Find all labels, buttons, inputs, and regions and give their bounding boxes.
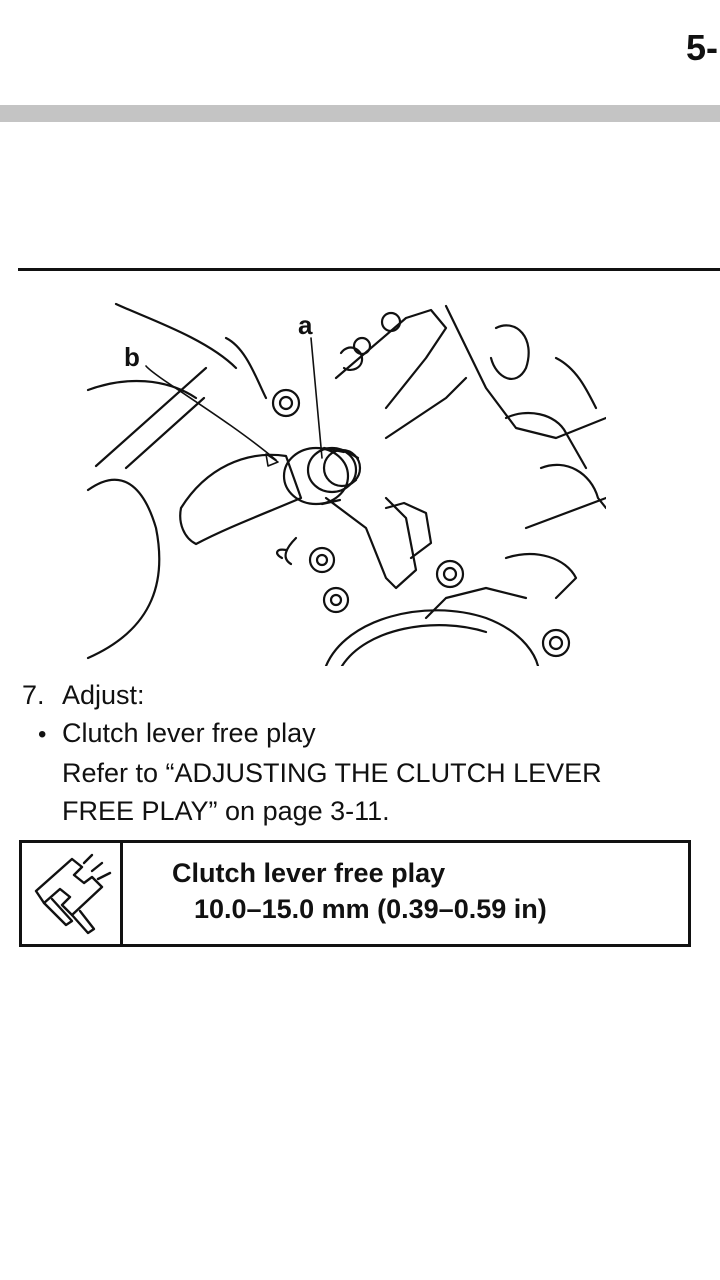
bullet-list: • Clutch lever free play Refer to “ADJUST… [38, 714, 602, 830]
step-7: 7. Adjust: [22, 676, 145, 714]
spec-title: Clutch lever free play [172, 858, 446, 888]
callout-label-a: a [298, 310, 313, 340]
bullet-item: • Clutch lever free play [38, 714, 602, 754]
section-divider [18, 268, 720, 271]
reference-line-1: Refer to “ADJUSTING THE CLUTCH LEVER [62, 758, 602, 788]
header-band [0, 105, 720, 122]
clutch-mechanism-illustration: a b [86, 298, 606, 666]
spec-text: Clutch lever free play 10.0–15.0 mm (0.3… [172, 855, 547, 927]
spec-icon-cell [22, 843, 123, 944]
page-number: 5- [686, 27, 719, 68]
spec-value: 10.0–15.0 mm (0.39–0.59 in) [194, 894, 547, 924]
bullet-text: Clutch lever free play [62, 718, 316, 748]
caliper-measurement-icon [34, 853, 112, 935]
step-text: Adjust: [62, 680, 145, 710]
step-number: 7. [22, 680, 45, 710]
reference-line-2: FREE PLAY” on page 3-11. [62, 796, 390, 826]
callout-label-b: b [124, 342, 140, 372]
specification-box: Clutch lever free play 10.0–15.0 mm (0.3… [19, 840, 691, 947]
bullet-dot: • [38, 721, 47, 748]
